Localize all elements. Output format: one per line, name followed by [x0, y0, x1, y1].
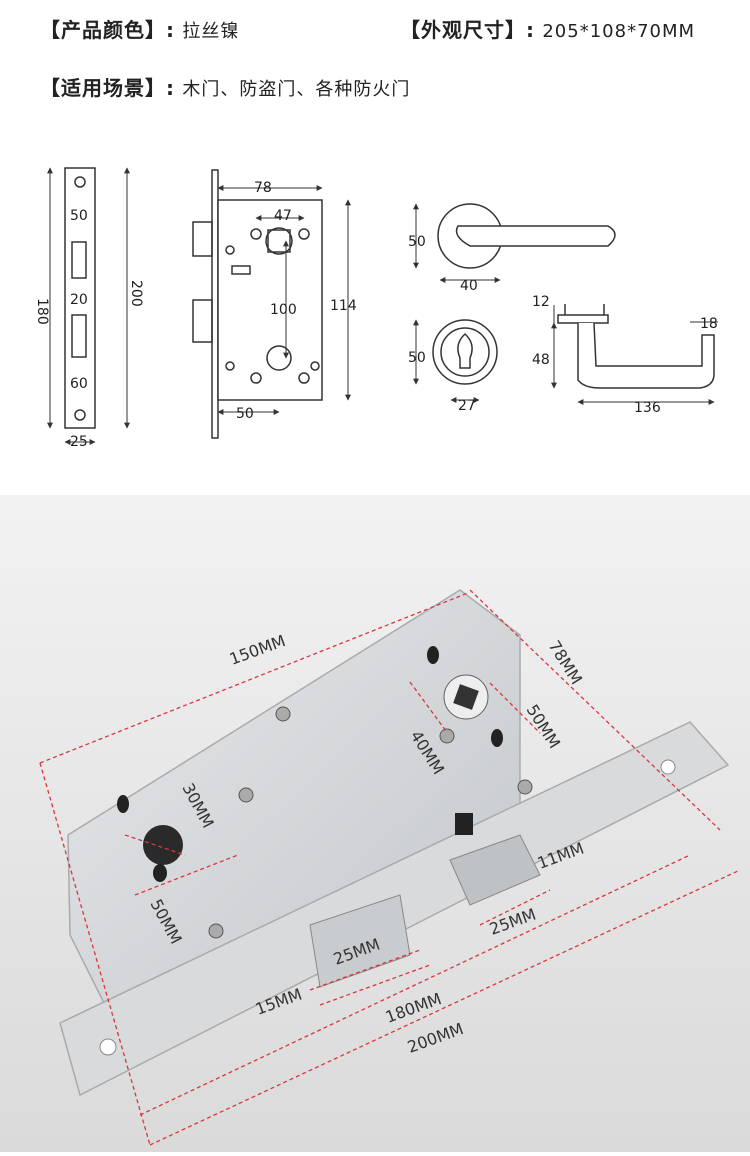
dim-body-114: 114: [330, 298, 357, 314]
dim-face-180: 180: [34, 298, 50, 325]
dim-face-50: 50: [70, 208, 88, 224]
dim-rosette-50: 50: [408, 350, 426, 366]
dim-body-47: 47: [274, 208, 292, 224]
spec-size-value: 205*108*70MM: [542, 21, 696, 42]
spec-size-label: 【外观尺寸】:: [400, 18, 535, 42]
lock-body-drawing: [192, 169, 351, 439]
dim-face-60: 60: [70, 376, 88, 392]
spec-scene-value: 木门、防盗门、各种防火门: [182, 79, 411, 100]
lock-body: [59, 589, 730, 1097]
dim-face-200: 200: [128, 280, 144, 307]
spec-color-label: 【产品颜色】:: [40, 18, 175, 42]
dim-handle-48: 48: [532, 352, 550, 368]
product-photo: 150MM 78MM 40MM 50MM 30MM 50MM 11MM 25MM…: [0, 495, 750, 1152]
spec-color-value: 拉丝镍: [182, 21, 240, 42]
spec-scene-label: 【适用场景】:: [40, 76, 175, 100]
rosette-drawing: [413, 319, 498, 403]
dim-handle-136: 136: [634, 400, 661, 416]
spec-size: 【外观尺寸】: 205*108*70MM: [400, 14, 695, 43]
dim-handle-40: 40: [460, 278, 478, 294]
dim-handle-50: 50: [408, 234, 426, 250]
dim-rosette-27: 27: [458, 398, 476, 414]
spec-color: 【产品颜色】: 拉丝镍: [40, 14, 239, 43]
spec-scene: 【适用场景】: 木门、防盗门、各种防火门: [40, 72, 410, 101]
dim-face-20: 20: [70, 292, 88, 308]
dim-body-78: 78: [254, 180, 272, 196]
dim-body-50: 50: [236, 406, 254, 422]
handle-drawing: [413, 203, 718, 405]
technical-drawing: 50 180 20 200 60 25 78 47 100 114 50 50 …: [0, 130, 750, 480]
dim-handle-12: 12: [532, 294, 550, 310]
dim-body-100: 100: [270, 302, 297, 318]
dim-face-25: 25: [70, 434, 88, 450]
faceplate-drawing: [47, 167, 130, 445]
dim-handle-18: 18: [700, 316, 718, 332]
